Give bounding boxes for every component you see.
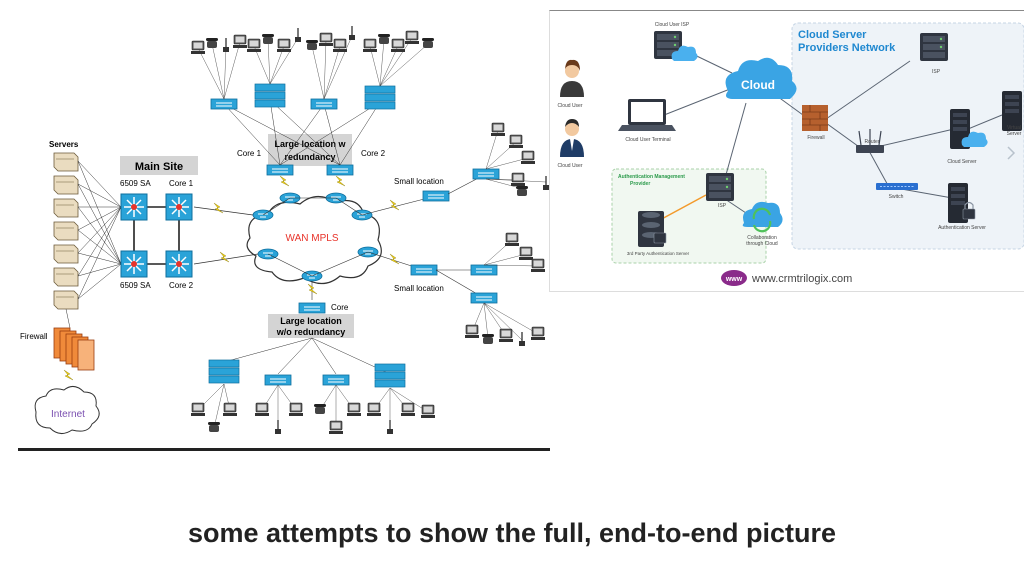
auth-link-orange	[657, 194, 707, 222]
cloud-architecture-diagram: Cloud Server Providers Network Authentic…	[549, 10, 1024, 292]
www-badge-icon	[721, 270, 747, 286]
cloud-user-isp-label: Cloud User ISP	[655, 22, 690, 28]
auth-isp-label: ISP	[718, 203, 727, 209]
internet-cloud-icon	[34, 386, 100, 434]
cloud-user-bottom-label: Cloud User	[557, 163, 582, 169]
third-party-auth-server-icon	[638, 211, 667, 247]
small-top-access-switch	[472, 168, 500, 180]
wan-link-lightning-icon	[213, 202, 224, 214]
collaboration-line1: Collaboration	[747, 235, 777, 241]
lightning-icon	[389, 253, 400, 265]
large-top-access-switches	[210, 83, 396, 110]
provider-isp-server-icon	[920, 33, 948, 61]
main-site-banner	[120, 156, 198, 175]
cloud-server-label: Cloud Server	[947, 159, 977, 165]
wan-mpls-cloud-icon	[246, 195, 382, 285]
wan-link-lightning-icon	[219, 251, 230, 263]
core2-label: Core 2	[169, 281, 194, 290]
wan-internal-links	[262, 197, 369, 277]
router-label: Router	[864, 139, 879, 145]
small-bottom-endpoints	[464, 232, 546, 347]
large-location-bottom-banner	[268, 314, 354, 338]
collaboration-line2: through Cloud	[746, 241, 778, 247]
cloud-user-top-avatar	[560, 59, 584, 97]
cloud-user-terminal-laptop-icon	[618, 99, 676, 131]
cloud-icon	[725, 57, 797, 99]
lightning-icon	[389, 199, 400, 211]
small-location-bottom-label: Small location	[394, 284, 444, 293]
provider-isp-label: ISP	[932, 69, 941, 75]
network-links	[653, 46, 1003, 200]
providers-title-line1: Cloud Server	[798, 29, 867, 41]
small-top-router	[422, 190, 450, 202]
sa-top-label: 6509 SA	[120, 179, 151, 188]
main-site-label: Main Site	[135, 161, 183, 173]
wan-mpls-label: WAN MPLS	[286, 233, 339, 244]
firewall-lightning-icon	[63, 369, 74, 381]
cloud-user-terminal-label: Cloud User Terminal	[625, 137, 670, 143]
core1-switch	[165, 193, 193, 221]
cloud-provider-zone	[791, 22, 1024, 250]
cloud-label: Cloud	[741, 78, 775, 92]
sa-switch-top	[120, 193, 148, 221]
servers-label: Servers	[49, 140, 79, 149]
sa-switch-bottom	[120, 250, 148, 278]
auth-isp-server-icon	[706, 173, 734, 201]
providers-title-line2: Providers Network	[798, 42, 896, 54]
next-arrow-icon[interactable]	[1007, 146, 1016, 160]
switch-label: Switch	[889, 194, 904, 200]
large-top-core2-label: Core 2	[361, 149, 386, 158]
enterprise-wan-diagram: Servers Main Site 6509 SA Core 1 6509 SA…	[18, 18, 550, 451]
large-location-top-line2: redundancy	[284, 152, 335, 162]
firewall-icon	[802, 105, 828, 131]
lightning-icon	[335, 175, 346, 187]
auth-server-lock-icon	[962, 201, 976, 220]
large-top-core2-switch	[326, 164, 354, 176]
small-bottom-switch-1	[470, 264, 498, 276]
small-top-endpoints	[490, 122, 550, 196]
switch-icon	[876, 183, 918, 190]
auth-provider-title-line2: Provider	[630, 181, 650, 187]
large-bottom-access-switches	[208, 359, 406, 388]
slide-caption: some attempts to show the full, end-to-e…	[187, 518, 837, 548]
large-top-endpoints	[190, 25, 434, 55]
large-top-core1-label: Core 1	[237, 149, 262, 158]
small-bottom-switch-2	[470, 292, 498, 304]
sa-bottom-label: 6509 SA	[120, 281, 151, 290]
collaboration-cloud-sync-icon	[742, 201, 783, 233]
large-location-bottom-line2: w/o redundancy	[276, 327, 346, 337]
small-bottom-router	[410, 264, 438, 276]
cloud-user-bottom-avatar	[560, 119, 584, 157]
router-icon	[856, 129, 884, 153]
authentication-server-label: Authentication Server	[938, 225, 986, 231]
virtual-server-line1: Virtual	[1007, 125, 1021, 131]
lightning-icon	[307, 283, 318, 295]
auth-provider-title-line1: Authentication Management	[618, 174, 685, 180]
core-label: Core	[331, 303, 349, 312]
core2-switch	[165, 250, 193, 278]
virtual-server-line2: Server	[1007, 131, 1022, 137]
large-top-core1-switch	[266, 164, 294, 176]
website-url[interactable]: www.crmtrilogix.com	[751, 273, 852, 285]
third-party-auth-label: 3rd Party Authentication Server	[627, 251, 690, 256]
internet-label: Internet	[51, 409, 85, 420]
large-bottom-endpoints	[190, 402, 436, 435]
core1-label: Core 1	[169, 179, 194, 188]
large-bottom-core-switch	[298, 302, 326, 314]
small-location-top-label: Small location	[394, 177, 444, 186]
firewall-icon	[53, 327, 95, 371]
server-stack	[53, 152, 79, 310]
server-mesh-links	[65, 160, 122, 329]
lightning-icon	[279, 175, 290, 187]
cloud-user-top-label: Cloud User	[557, 103, 582, 109]
large-location-bottom-line1: Large location	[280, 316, 342, 326]
firewall-label: Firewall	[20, 332, 48, 341]
large-location-top-line1: Large location w	[274, 139, 346, 149]
www-badge-text: www	[725, 276, 743, 283]
large-top-uplinks	[223, 99, 381, 166]
large-top-endpoint-links	[197, 35, 429, 100]
large-location-top-banner	[268, 134, 352, 166]
firewall-label: Firewall	[807, 135, 824, 141]
